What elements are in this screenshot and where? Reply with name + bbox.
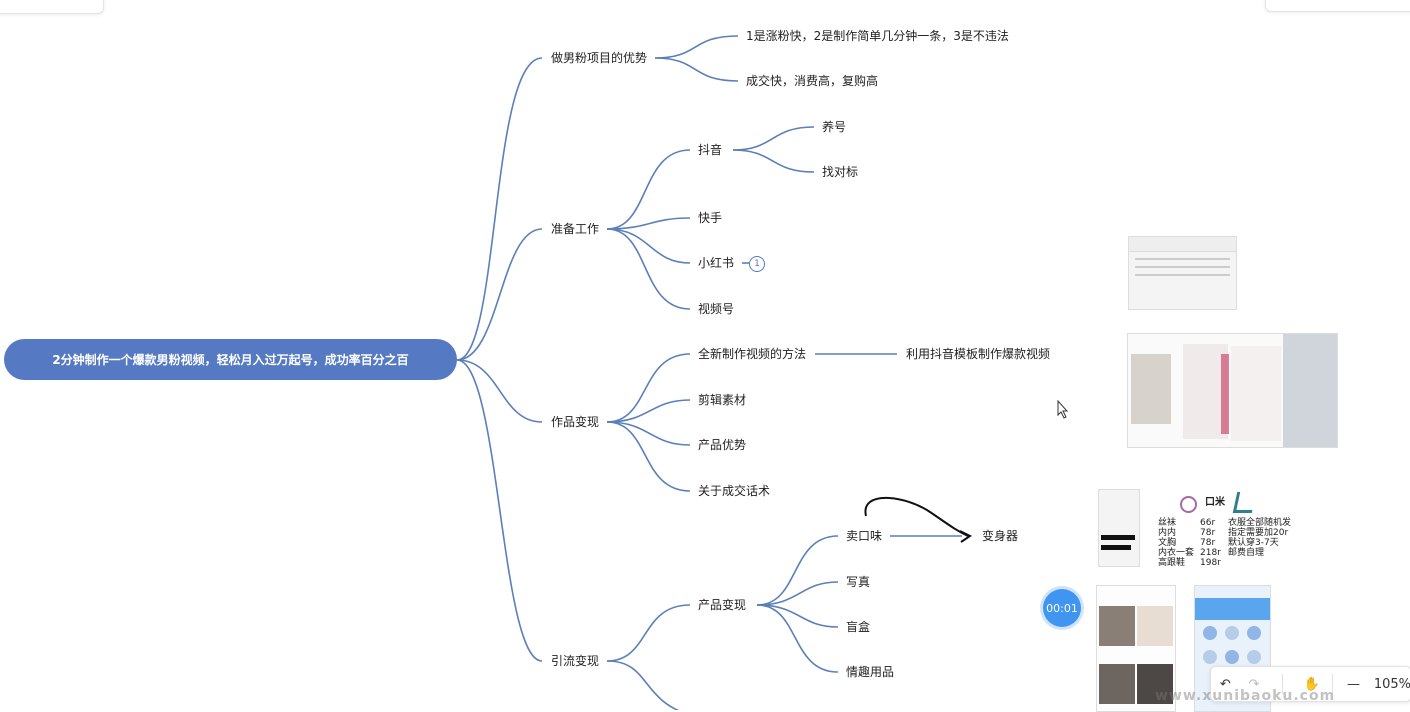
price-note: 邮费自理 bbox=[1228, 548, 1265, 558]
topic-raise-account[interactable]: 养号 bbox=[822, 120, 847, 134]
price-note: 衣服全部随机发 bbox=[1228, 518, 1292, 528]
price-row-value: 78r bbox=[1200, 528, 1216, 538]
price-row-name: 高跟鞋 bbox=[1158, 558, 1186, 568]
topic-product-advantage[interactable]: 产品优势 bbox=[698, 438, 747, 452]
price-row-name: 丝袜 bbox=[1158, 518, 1177, 528]
bottom-toolbar: ↶ ↷ ✋ — 105% bbox=[1210, 666, 1410, 702]
price-row-value: 66r bbox=[1200, 518, 1216, 528]
topic-advantages[interactable]: 做男粉项目的优势 bbox=[551, 51, 648, 65]
topic-template-method[interactable]: 利用抖音模板制作爆款视频 bbox=[906, 347, 1051, 361]
topic-product-monetize[interactable]: 产品变现 bbox=[698, 598, 747, 612]
divider bbox=[1332, 674, 1334, 694]
top-left-toolbar[interactable] bbox=[0, 0, 104, 14]
note-badge[interactable]: 1 bbox=[749, 255, 766, 272]
topic-xiaohongshu-label: 小红书 bbox=[698, 256, 735, 270]
price-row-name: 文胸 bbox=[1158, 538, 1177, 548]
recording-timer[interactable]: 00:01 bbox=[1043, 589, 1081, 627]
price-row-name: 内衣一套 bbox=[1158, 548, 1195, 558]
screenshot-thumbnail-chat[interactable] bbox=[1098, 489, 1140, 567]
topic-douyin[interactable]: 抖音 bbox=[698, 143, 723, 157]
topic-sell-flavor[interactable]: 卖口味 bbox=[846, 529, 883, 543]
screenshot-thumbnail-profiles[interactable] bbox=[1127, 333, 1338, 448]
topic-preparation[interactable]: 准备工作 bbox=[551, 222, 600, 236]
topic-clip-material[interactable]: 剪辑素材 bbox=[698, 393, 747, 407]
price-note: 指定需要加20r bbox=[1228, 528, 1289, 538]
screenshot-thumbnail-settings[interactable] bbox=[1128, 236, 1237, 310]
price-note: 默认穿3-7天 bbox=[1228, 538, 1279, 548]
topic-shipinhao[interactable]: 视频号 bbox=[698, 302, 735, 316]
topic-kuaishou[interactable]: 快手 bbox=[698, 211, 723, 225]
topic-advantage-2[interactable]: 成交快，消费高，复购高 bbox=[746, 74, 879, 88]
topic-find-benchmark[interactable]: 找对标 bbox=[822, 165, 859, 179]
price-card-title: 口米 bbox=[1205, 497, 1225, 508]
topic-xiaohongshu[interactable]: 小红书 1 bbox=[698, 255, 766, 272]
circle-icon bbox=[1180, 496, 1197, 513]
price-row-value: 78r bbox=[1200, 538, 1216, 548]
root-topic[interactable]: 2分钟制作一个爆款男粉视频，轻松月入过万起号，成功率百分之百 bbox=[4, 339, 457, 380]
top-right-toolbar[interactable] bbox=[1265, 0, 1410, 12]
topic-sales-script[interactable]: 关于成交话术 bbox=[698, 484, 771, 498]
topic-voice-changer[interactable]: 变身器 bbox=[982, 529, 1019, 543]
zoom-level[interactable]: 105% bbox=[1373, 676, 1410, 692]
topic-blind-box[interactable]: 盲盒 bbox=[846, 620, 871, 634]
topic-photo[interactable]: 写真 bbox=[846, 575, 871, 589]
redo-icon[interactable]: ↷ bbox=[1248, 676, 1260, 692]
zoom-out-icon[interactable]: — bbox=[1346, 676, 1360, 692]
undo-icon[interactable]: ↶ bbox=[1219, 676, 1231, 692]
topic-adult-products[interactable]: 情趣用品 bbox=[846, 665, 895, 679]
price-row-value: 198r bbox=[1200, 558, 1221, 568]
hand-icon[interactable]: ✋ bbox=[1303, 676, 1320, 692]
price-row-value: 218r bbox=[1200, 548, 1221, 558]
topic-traffic-monetize[interactable]: 引流变现 bbox=[551, 654, 600, 668]
topic-works-monetize[interactable]: 作品变现 bbox=[551, 415, 600, 429]
watermark: www.xunibaoku.com bbox=[1155, 688, 1336, 704]
topic-new-method[interactable]: 全新制作视频的方法 bbox=[698, 347, 807, 361]
divider bbox=[1282, 674, 1284, 694]
price-row-name: 内内 bbox=[1158, 528, 1177, 538]
topic-advantage-1[interactable]: 1是涨粉快，2是制作简单几分钟一条，3是不违法 bbox=[746, 29, 1009, 43]
